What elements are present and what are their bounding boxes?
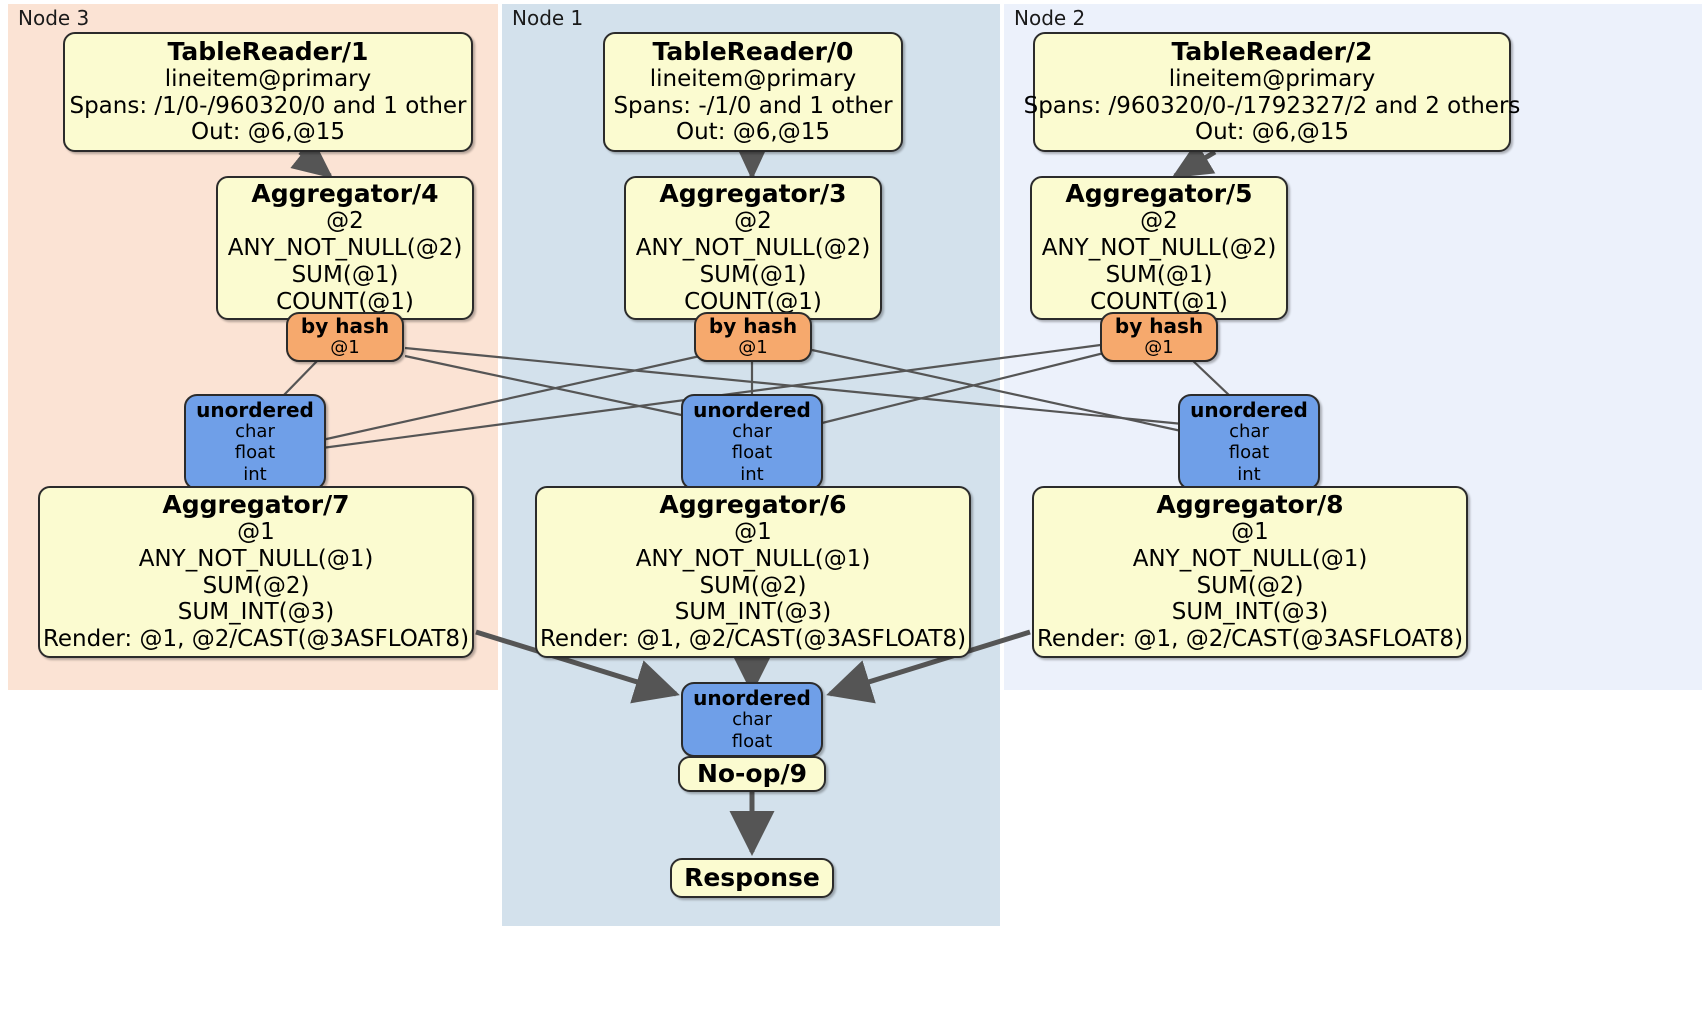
- processor-line: Out: @6,@15: [1195, 119, 1349, 146]
- processor-response[interactable]: Response: [670, 858, 834, 898]
- router-line: float: [1228, 442, 1270, 464]
- processor-title: TableReader/0: [652, 36, 854, 66]
- processor-title: Aggregator/6: [659, 489, 847, 519]
- processor-title: No-op/9: [696, 759, 808, 788]
- processor-line: Render: @1, @2/CAST(@3ASFLOAT8): [1036, 626, 1464, 653]
- processor-aggregator8[interactable]: Aggregator/8 @1 ANY_NOT_NULL(@1) SUM(@2)…: [1032, 486, 1468, 658]
- processor-line: @1: [1231, 518, 1269, 545]
- router-line: char: [732, 709, 772, 731]
- processor-aggregator6[interactable]: Aggregator/6 @1 ANY_NOT_NULL(@1) SUM(@2)…: [535, 486, 971, 658]
- router-line: float: [731, 730, 773, 752]
- processor-line: SUM_INT(@3): [177, 599, 335, 626]
- router-title: unordered: [1190, 398, 1308, 423]
- router-by-hash-4[interactable]: by hash @1: [286, 312, 404, 362]
- router-title: by hash: [708, 314, 798, 339]
- router-by-hash-3[interactable]: by hash @1: [694, 312, 812, 362]
- router-title: by hash: [1114, 314, 1204, 339]
- processor-line: SUM(@2): [202, 572, 310, 599]
- router-by-hash-5[interactable]: by hash @1: [1100, 312, 1218, 362]
- processor-line: SUM(@1): [1105, 262, 1213, 288]
- processor-title: TableReader/1: [167, 36, 369, 66]
- processor-line: SUM_INT(@3): [674, 599, 832, 626]
- processor-line: Out: @6,@15: [191, 119, 345, 146]
- processor-line: ANY_NOT_NULL(@1): [1132, 545, 1368, 572]
- processor-line: Spans: -/1/0 and 1 other: [613, 92, 893, 119]
- router-title: unordered: [693, 398, 811, 423]
- processor-title: Aggregator/3: [659, 179, 847, 209]
- processor-line: COUNT(@1): [684, 288, 822, 315]
- router-line: int: [740, 463, 764, 485]
- node-label-node1: Node 1: [512, 6, 584, 30]
- processor-title: Aggregator/5: [1065, 179, 1253, 209]
- processor-noop9[interactable]: No-op/9: [678, 756, 826, 792]
- router-unordered-6[interactable]: unordered char float int: [681, 394, 823, 490]
- processor-line: ANY_NOT_NULL(@1): [138, 545, 374, 572]
- router-line: float: [731, 442, 773, 464]
- processor-line: ANY_NOT_NULL(@2): [1041, 235, 1277, 262]
- processor-line: SUM(@2): [1196, 572, 1304, 599]
- processor-aggregator5[interactable]: Aggregator/5 @2 ANY_NOT_NULL(@2) SUM(@1)…: [1030, 176, 1288, 320]
- router-line: @1: [738, 337, 768, 359]
- processor-line: Render: @1, @2/CAST(@3ASFLOAT8): [42, 626, 470, 653]
- router-title: unordered: [196, 398, 314, 423]
- processor-title: Aggregator/4: [251, 179, 439, 209]
- processor-line: SUM_INT(@3): [1171, 599, 1329, 626]
- processor-line: Spans: /960320/0-/1792327/2 and 2 others: [1023, 92, 1521, 119]
- processor-aggregator7[interactable]: Aggregator/7 @1 ANY_NOT_NULL(@1) SUM(@2)…: [38, 486, 474, 658]
- router-title: by hash: [300, 314, 390, 339]
- router-line: int: [243, 463, 267, 485]
- processor-tablereader1[interactable]: TableReader/1 lineitem@primary Spans: /1…: [63, 32, 473, 152]
- router-unordered-final[interactable]: unordered char float: [681, 682, 823, 757]
- processor-line: @2: [1140, 208, 1178, 235]
- processor-title: Aggregator/8: [1156, 489, 1344, 519]
- processor-title: Aggregator/7: [162, 489, 350, 519]
- router-line: char: [732, 421, 772, 443]
- router-line: @1: [330, 337, 360, 359]
- processor-line: @1: [734, 518, 772, 545]
- processor-line: @1: [237, 518, 275, 545]
- node-label-node3: Node 3: [18, 6, 90, 30]
- processor-title: Response: [684, 863, 820, 892]
- processor-line: lineitem@primary: [1168, 65, 1376, 92]
- processor-aggregator3[interactable]: Aggregator/3 @2 ANY_NOT_NULL(@2) SUM(@1)…: [624, 176, 882, 320]
- router-unordered-7[interactable]: unordered char float int: [184, 394, 326, 490]
- router-title: unordered: [693, 686, 811, 711]
- router-line: float: [234, 442, 276, 464]
- processor-line: SUM(@1): [291, 262, 399, 288]
- router-line: int: [1237, 463, 1261, 485]
- router-unordered-8[interactable]: unordered char float int: [1178, 394, 1320, 490]
- processor-line: lineitem@primary: [164, 65, 372, 92]
- router-line: char: [1229, 421, 1269, 443]
- processor-line: lineitem@primary: [649, 65, 857, 92]
- processor-line: ANY_NOT_NULL(@1): [635, 545, 871, 572]
- processor-title: TableReader/2: [1171, 36, 1373, 66]
- router-line: @1: [1144, 337, 1174, 359]
- processor-line: COUNT(@1): [276, 288, 414, 315]
- node-label-node2: Node 2: [1014, 6, 1086, 30]
- processor-tablereader2[interactable]: TableReader/2 lineitem@primary Spans: /9…: [1024, 32, 1520, 152]
- processor-line: COUNT(@1): [1090, 288, 1228, 315]
- processor-line: Spans: /1/0-/960320/0 and 1 other: [69, 92, 467, 119]
- router-line: char: [235, 421, 275, 443]
- processor-line: Out: @6,@15: [676, 119, 830, 146]
- processor-aggregator4[interactable]: Aggregator/4 @2 ANY_NOT_NULL(@2) SUM(@1)…: [216, 176, 474, 320]
- processor-line: ANY_NOT_NULL(@2): [635, 235, 871, 262]
- processor-line: SUM(@2): [699, 572, 807, 599]
- processor-line: Render: @1, @2/CAST(@3ASFLOAT8): [539, 626, 967, 653]
- processor-line: @2: [326, 208, 364, 235]
- processor-tablereader0[interactable]: TableReader/0 lineitem@primary Spans: -/…: [603, 32, 903, 152]
- processor-line: @2: [734, 208, 772, 235]
- processor-line: ANY_NOT_NULL(@2): [227, 235, 463, 262]
- processor-line: SUM(@1): [699, 262, 807, 288]
